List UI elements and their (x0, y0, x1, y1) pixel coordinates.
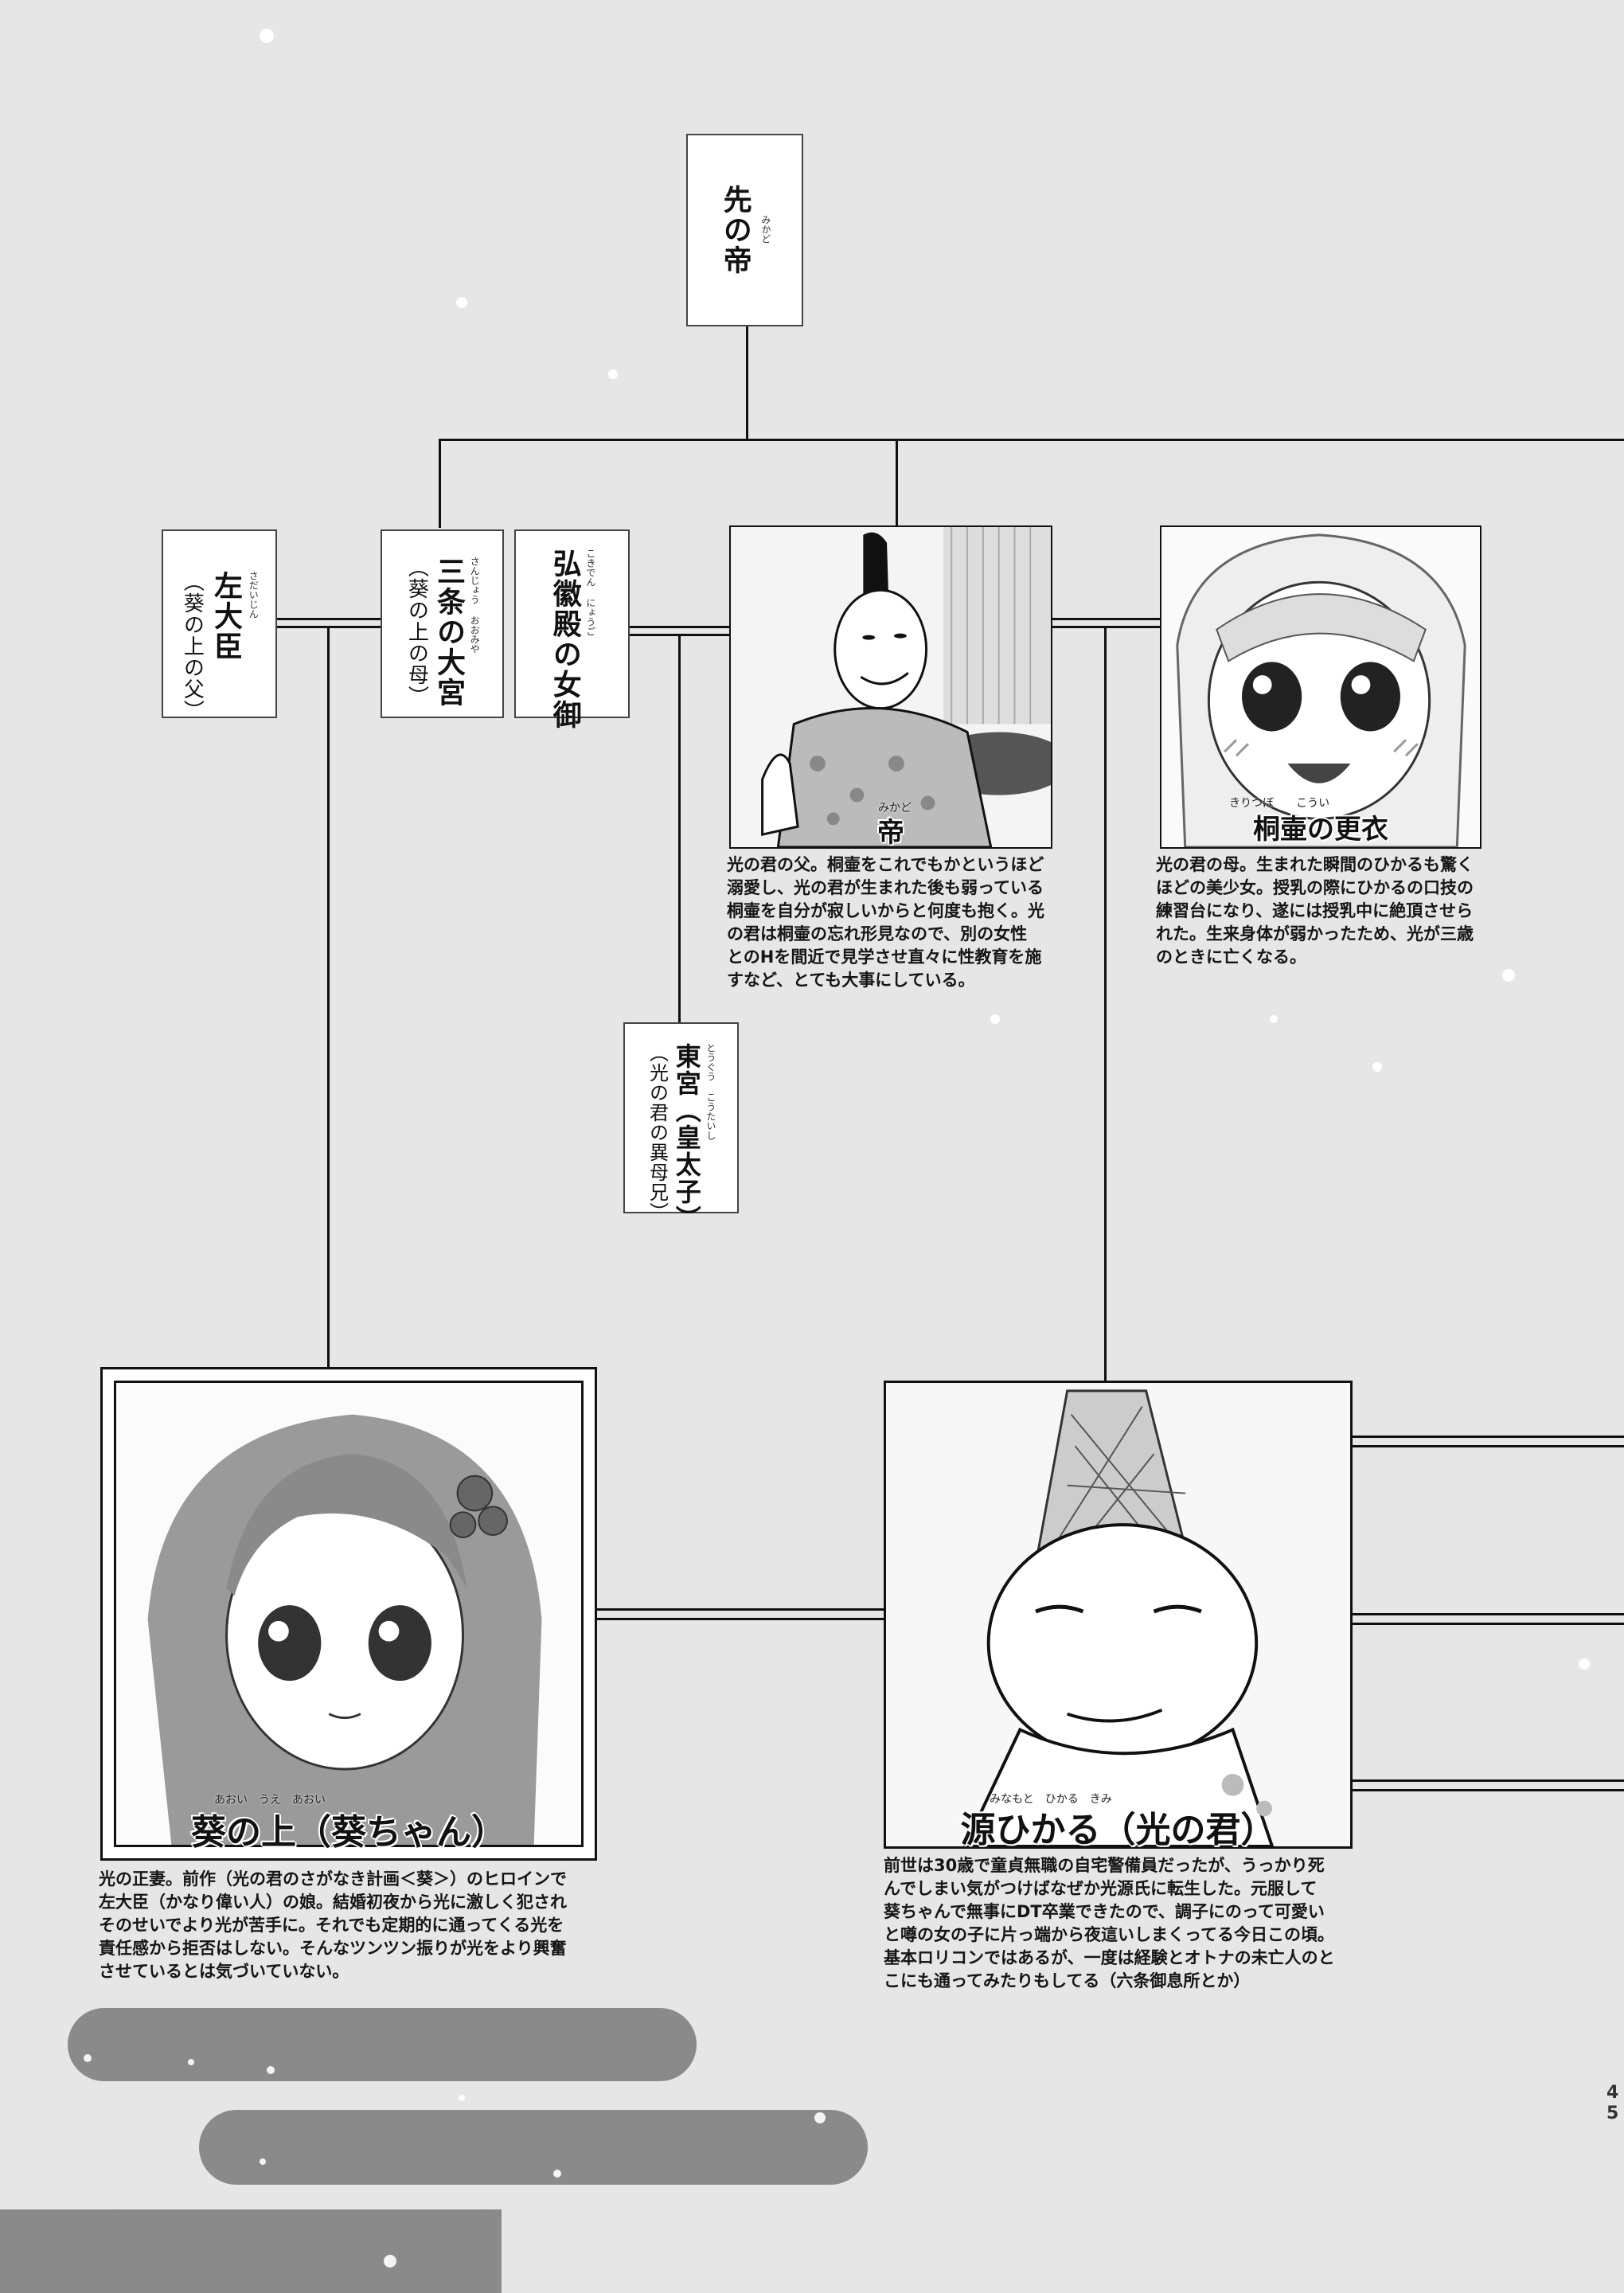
portrait-frame (114, 1381, 584, 1847)
portrait-hikaru: みなもと ひかる きみ 源ひかる（光の君） (884, 1381, 1353, 1850)
flower-dots (84, 2054, 826, 2268)
portrait-ruby: あおい うえ あおい (214, 1794, 326, 1807)
portrait-name: 帝 (877, 817, 904, 849)
portrait-ruby: きりつぼ こうい (1229, 797, 1330, 810)
portrait-kiritsubo: きりつぼ こうい 桐壷の更衣 (1160, 525, 1482, 849)
node-sadaijin: （葵の上の父） 左大臣 さだいじん (162, 529, 277, 721)
node-sanjo-no-omiya: （葵の上の母） 三条の大宮 さんじょう おおみや (381, 529, 504, 718)
node-sub: （葵の上の母） (404, 557, 429, 707)
connector-line (327, 626, 330, 1370)
portrait-ruby: みかど (878, 802, 912, 814)
marriage-line (597, 1618, 884, 1620)
mikado-illustration (731, 527, 1051, 847)
node-ruby: さんじょう おおみや (469, 557, 481, 654)
marriage-line (1052, 618, 1160, 620)
connector-line (1353, 1779, 1624, 1782)
connector-line (678, 634, 681, 1022)
portrait-name: 源ひかる（光の君） (960, 1810, 1276, 1850)
sparkle-dots (260, 29, 1590, 1670)
node-name: 先の帝 (718, 185, 751, 275)
description-kiritsubo: 光の君の母。生まれた瞬間のひかるも驚く ほどの美少女。授乳の際にひかるの口技の … (1156, 855, 1474, 967)
node-saki-no-mikado: 先の帝 みかど (686, 134, 803, 326)
connector-line (1353, 1789, 1624, 1791)
description-hikaru: 前世は30歳で童貞無職の自宅警備員だったが、うっかり死 んでしまい気がつけばなぜ… (884, 1856, 1335, 1990)
node-name: 東宮（皇太子） (671, 1043, 702, 1232)
page-number-right: 5 (1606, 2104, 1619, 2123)
connector-line (1353, 1445, 1624, 1447)
portrait-ruby: みなもと ひかる きみ (990, 1793, 1112, 1806)
description-aoi: 光の正妻。前作（光の君のさがなき計画＜葵＞）のヒロインで 左大臣（かなり偉い人）… (99, 1869, 567, 1981)
node-sub: （光の君の異母兄） (646, 1043, 669, 1222)
connector-line (439, 439, 1624, 441)
connector-line (1353, 1623, 1624, 1625)
node-togu: （光の君の異母兄） 東宮（皇太子） とうぐう こうたいし (623, 1022, 739, 1232)
node-name: 弘徽殿の女御 (548, 549, 581, 730)
connector-line (1353, 1613, 1624, 1615)
portrait-name: 桐壷の更衣 (1253, 814, 1388, 846)
portrait-name: 葵の上（葵ちゃん） (191, 1812, 506, 1853)
hikaru-illustration (886, 1383, 1350, 1846)
marriage-line (630, 626, 729, 628)
cloud-decoration (0, 2008, 868, 2293)
node-name: 左大臣 (209, 571, 242, 662)
kiritsubo-illustration (1161, 527, 1480, 847)
connector-line (1353, 1436, 1624, 1438)
node-ruby: こきでん にょうご (584, 549, 596, 636)
page-number-left: 4 (1606, 2083, 1619, 2103)
marriage-line (277, 618, 381, 620)
node-name: 三条の大宮 (432, 557, 465, 708)
node-ruby: とうぐう こうたいし (705, 1043, 716, 1140)
node-ruby: さだいじん (248, 571, 260, 619)
node-ruby: みかど (759, 215, 771, 244)
connector-line (439, 439, 441, 528)
page-number: 4 5 (1606, 2083, 1618, 2124)
marriage-line (597, 1608, 884, 1611)
node-sub: （葵の上の父） (180, 571, 205, 721)
node-kokiden: 弘徽殿の女御 こきでん にょうご (514, 529, 630, 730)
aoi-illustration (116, 1383, 581, 1845)
portrait-aoi: あおい うえ あおい 葵の上（葵ちゃん） (100, 1367, 597, 1861)
description-mikado: 光の君の父。桐壷をこれでもかというほど 溺愛し、光の君が生まれた後も弱っている … (727, 855, 1044, 990)
portrait-mikado: みかど 帝 (729, 525, 1052, 849)
connector-line (1104, 626, 1107, 1381)
connector-line (896, 439, 898, 528)
connector-line (746, 326, 748, 440)
